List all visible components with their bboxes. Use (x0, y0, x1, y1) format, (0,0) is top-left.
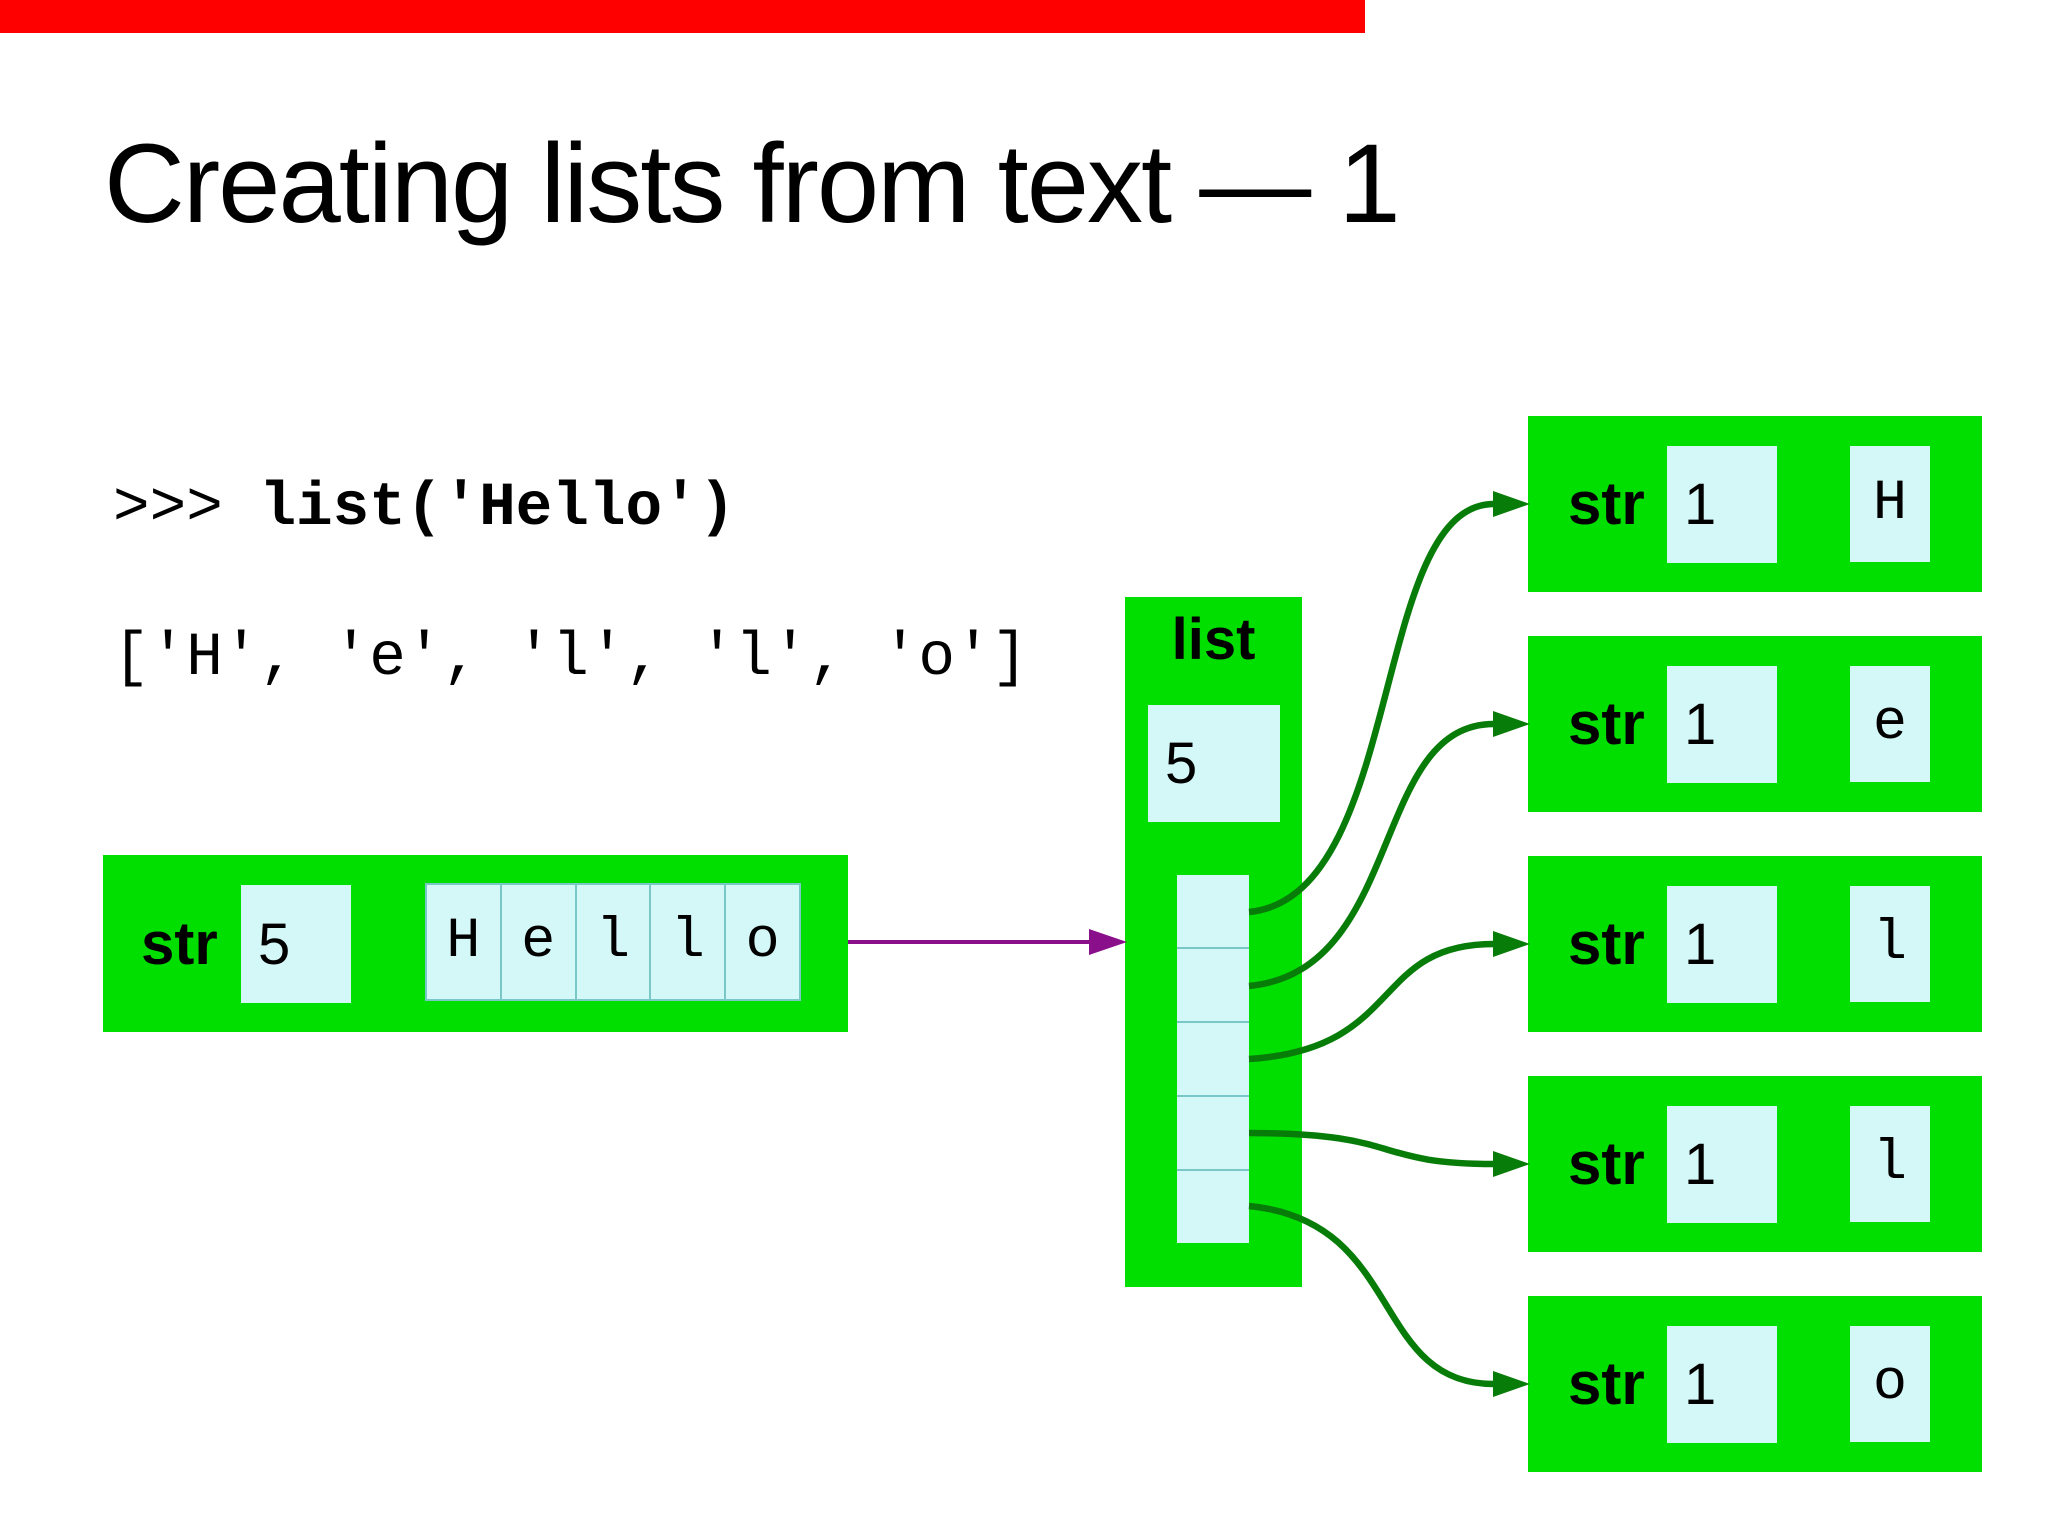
code-input-line: >>> list('Hello') (113, 478, 735, 539)
char-str-object: str 1 o (1528, 1296, 1982, 1472)
str-char-cell: H (1850, 446, 1930, 562)
str-type-label: str (1568, 1350, 1645, 1417)
list-slot (1177, 875, 1249, 947)
str-length-cell: 1 (1667, 666, 1777, 783)
code-command: list('Hello') (259, 474, 736, 543)
str-type-label: str (1568, 470, 1645, 537)
code-output-line: ['H', 'e', 'l', 'l', 'o'] (113, 624, 1029, 693)
str-length-cell: 1 (1667, 1326, 1777, 1443)
list-slot (1177, 947, 1249, 1021)
char-str-object: str 1 l (1528, 1076, 1982, 1252)
list-slot (1177, 1021, 1249, 1095)
str-char-cell: l (1850, 886, 1930, 1002)
slide-progress-bar (0, 0, 1365, 33)
slot-arrowhead-3 (1493, 931, 1530, 957)
str-length-cell: 1 (1667, 1106, 1777, 1223)
slot-arrowhead-1 (1493, 491, 1530, 517)
str-char-cell: l (1850, 1106, 1930, 1222)
slot-arrowhead-2 (1493, 711, 1530, 737)
char-str-object: str 1 H (1528, 416, 1982, 592)
str-type-label: str (1568, 1130, 1645, 1197)
slot-arrowhead-4 (1493, 1151, 1530, 1177)
char-cell: H (427, 885, 500, 999)
list-object: list 5 (1125, 597, 1302, 1287)
char-cell: l (649, 885, 725, 999)
str-length-cell: 1 (1667, 446, 1777, 563)
list-slot (1177, 1095, 1249, 1169)
str-type-label: str (1568, 910, 1645, 977)
str-to-list-arrowhead (1089, 929, 1127, 955)
str-type-label: str (1568, 690, 1645, 757)
python-prompt: >>> (113, 474, 260, 543)
list-slot-stack (1177, 875, 1249, 1243)
slot-arrowhead-5 (1493, 1371, 1530, 1397)
char-str-object: str 1 l (1528, 856, 1982, 1032)
str-type-label: str (141, 909, 218, 977)
list-slot (1177, 1169, 1249, 1243)
char-cell: o (724, 885, 799, 999)
char-cell: e (499, 885, 575, 999)
list-type-label: list (1171, 607, 1256, 672)
str-char-cell: o (1850, 1326, 1930, 1442)
str-char-cell: e (1850, 666, 1930, 782)
str-length-cell: 5 (241, 885, 351, 1003)
str-chars-row: H e l l o (425, 883, 801, 1001)
char-str-object: str 1 e (1528, 636, 1982, 812)
str-length-cell: 1 (1667, 886, 1777, 1003)
list-length-cell: 5 (1148, 705, 1280, 822)
source-str-object: str 5 H e l l o (103, 855, 848, 1032)
char-cell: l (574, 885, 650, 999)
slide-title: Creating lists from text — 1 (104, 121, 1401, 246)
